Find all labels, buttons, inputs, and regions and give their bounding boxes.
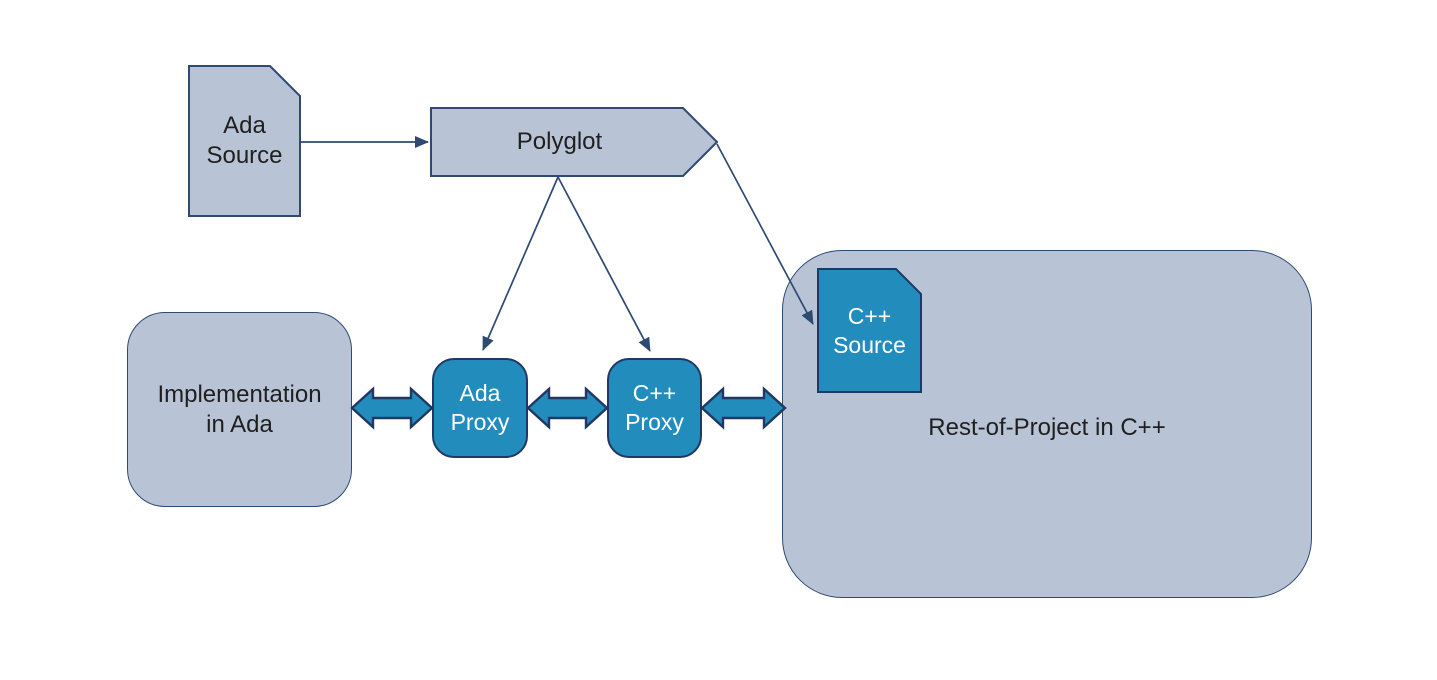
ada-source-node: Ada Source xyxy=(188,65,301,217)
document-shape-icon xyxy=(188,65,301,217)
ada-source-label: Ada Source xyxy=(206,112,283,169)
rest-of-project-label: Rest-of-Project in C++ xyxy=(928,414,1166,441)
document-shape-icon xyxy=(817,268,922,393)
implementation-in-ada-label: Implementation in Ada xyxy=(157,380,322,438)
arrow-polyglot-to-ada-proxy xyxy=(482,176,559,351)
double-arrow-cpp-proxy-to-rest-of-project xyxy=(700,386,787,430)
arrow-polyglot-to-cpp-proxy xyxy=(557,176,651,352)
cpp-proxy-label: C++ Proxy xyxy=(625,380,684,435)
implementation-in-ada-node: Implementation in Ada xyxy=(127,312,352,507)
ada-proxy-node: Ada Proxy xyxy=(432,358,528,458)
cpp-source-node: C++ Source xyxy=(817,268,922,393)
double-arrow-ada-proxy-to-cpp-proxy xyxy=(526,386,609,430)
cpp-proxy-node: C++ Proxy xyxy=(607,358,702,458)
ada-proxy-label: Ada Proxy xyxy=(450,380,510,435)
polyglot-node: Polyglot xyxy=(430,107,719,177)
cpp-source-label: C++ Source xyxy=(833,302,906,358)
double-arrow-implementation-to-ada-proxy xyxy=(350,386,434,430)
pentagon-arrow-shape-icon xyxy=(430,107,719,177)
polyglot-label: Polyglot xyxy=(516,128,603,155)
